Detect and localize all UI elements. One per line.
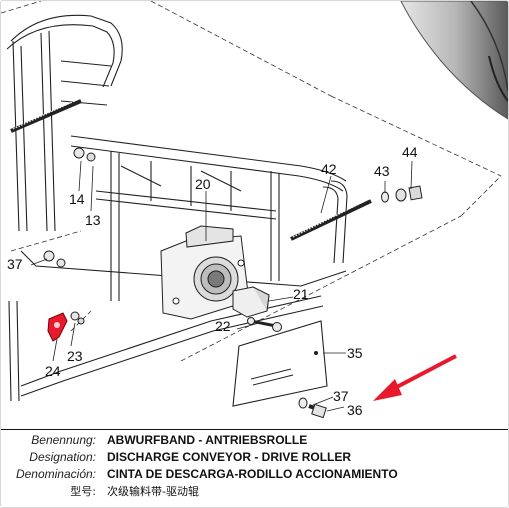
drive-roller-drawing: 14 13 20 21 22 23 24 37 35 37 36 42 43 4… [1, 1, 508, 419]
bolts-22 [247, 317, 282, 332]
callout-35: 35 [347, 345, 363, 361]
callout-13: 13 [85, 212, 101, 228]
callout-42: 42 [321, 161, 337, 177]
caption-key: Designation: [29, 450, 96, 464]
callout-37-left: 37 [7, 256, 23, 272]
caption-key: Denominación: [15, 467, 96, 481]
threaded-rods [10, 98, 372, 241]
caption-key: Benennung: [31, 433, 96, 447]
callout-22: 22 [215, 318, 231, 334]
callout-44: 44 [402, 144, 418, 160]
callout-24: 24 [45, 363, 61, 379]
caption-key: 型号: [70, 485, 96, 498]
red-fitting-24 [47, 312, 68, 342]
caption-row-es: Denominación: CINTA DE DESCARGA-RODILLO … [1, 466, 508, 483]
bearing-plate [160, 225, 250, 320]
callout-14: 14 [69, 191, 85, 207]
callout-36: 36 [347, 402, 363, 418]
drum-shape [400, 1, 508, 120]
callout-37-right: 37 [333, 388, 349, 404]
caption-row-cn: 型号: 次级输料带-驱动辊 [1, 483, 508, 500]
callout-43: 43 [374, 163, 390, 179]
dashed-reference-lines [1, 1, 502, 362]
nut-washer-43-44 [381, 185, 423, 203]
caption-value: 次级输料带-驱动辊 [107, 485, 199, 498]
left-hardware [43, 147, 96, 325]
leader-lines [30, 160, 413, 412]
callout-21: 21 [293, 286, 309, 302]
caption-value: DISCHARGE CONVEYOR - DRIVE ROLLER [107, 450, 352, 464]
part-designation-table: Benennung: ABWURFBAND - ANTRIEBSROLLE De… [1, 429, 508, 507]
tensioner-block [232, 286, 270, 318]
cover-plate [232, 320, 328, 407]
caption-value: CINTA DE DESCARGA-RODILLO ACCIONAMIENTO [107, 467, 398, 481]
callout-23: 23 [67, 348, 83, 364]
callout-labels: 14 13 20 21 22 23 24 37 35 37 36 42 43 4… [7, 144, 418, 418]
caption-row-de: Benennung: ABWURFBAND - ANTRIEBSROLLE [1, 432, 508, 449]
caption-value: ABWURFBAND - ANTRIEBSROLLE [107, 433, 308, 447]
caption-row-en: Designation: DISCHARGE CONVEYOR - DRIVE … [1, 449, 508, 466]
callout-20: 20 [195, 176, 211, 192]
red-arrow-icon [373, 354, 457, 401]
bolt-36-washer-37 [298, 397, 327, 419]
